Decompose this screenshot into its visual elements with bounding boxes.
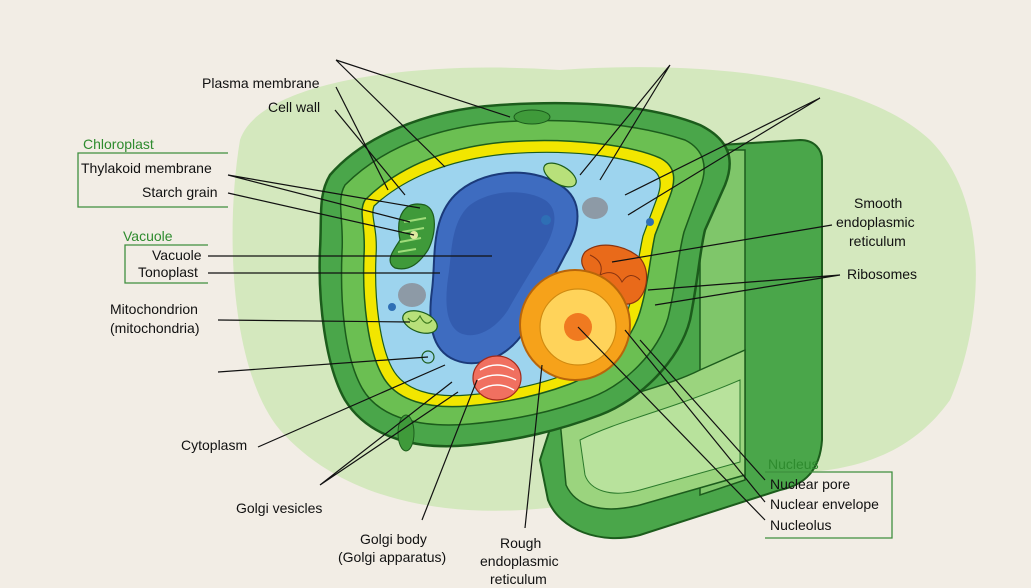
thylakoid-lines <box>397 217 427 253</box>
label-mitochondrion: Mitochondrion <box>110 301 198 317</box>
wall-chloroplast <box>397 414 415 452</box>
rough-er-folds <box>589 254 641 283</box>
label-starch-grain: Starch grain <box>142 184 218 200</box>
mitochondrion-cristae <box>407 314 433 324</box>
label-plasma-membrane: Plasma membrane <box>202 75 320 91</box>
label-nucleolus: Nucleolus <box>770 517 832 533</box>
mitochondrion <box>402 310 438 334</box>
peroxisome-2 <box>582 197 608 219</box>
label-thylakoid-membrane: Thylakoid membrane <box>81 160 212 176</box>
chloroplast-group-label: Chloroplast <box>83 136 154 152</box>
label-smooth-er-3: reticulum <box>849 233 906 249</box>
label-golgi-body: Golgi body <box>360 531 427 547</box>
golgi-body <box>472 355 522 401</box>
peroxisome <box>398 283 426 307</box>
label-tonoplast: Tonoplast <box>138 264 198 280</box>
cell-wall-cut-inner <box>579 379 741 494</box>
label-mitochondria: (mitochondria) <box>110 320 200 336</box>
label-nuclear-envelope: Nuclear envelope <box>770 496 879 512</box>
label-smooth-er-1: Smooth <box>854 195 903 211</box>
vesicle-blue <box>541 215 551 225</box>
label-smooth-er-2: endoplasmic <box>836 214 915 230</box>
label-golgi-apparatus: (Golgi apparatus) <box>338 549 447 565</box>
wall-chloroplast-top <box>513 109 551 125</box>
mitochondrion-top <box>543 162 577 188</box>
vesicle-blue-3 <box>388 303 396 311</box>
label-vacuole: Vacuole <box>152 247 202 263</box>
vacuole-group-label: Vacuole <box>123 228 173 244</box>
label-rough-er-3: reticulum <box>490 571 547 587</box>
label-rough-er-1: Rough <box>500 535 542 551</box>
golgi-stacks <box>477 364 517 391</box>
vacuole-highlight <box>446 192 555 336</box>
label-cytoplasm: Cytoplasm <box>181 437 248 453</box>
vesicle-blue-2 <box>646 218 654 226</box>
nucleus-bracket <box>765 471 893 539</box>
label-ribosomes: Ribosomes <box>847 266 918 282</box>
leader-lines <box>208 59 841 529</box>
chloroplast-bracket <box>77 152 228 208</box>
nucleus-group-label: Nucleus <box>768 456 819 472</box>
label-rough-er-2: endoplasmic <box>480 553 559 569</box>
label-nuclear-pore: Nuclear pore <box>770 476 851 492</box>
label-cell-wall: Cell wall <box>268 99 321 115</box>
vacuole-bracket <box>124 244 208 284</box>
label-golgi-vesicles: Golgi vesicles <box>236 500 323 516</box>
